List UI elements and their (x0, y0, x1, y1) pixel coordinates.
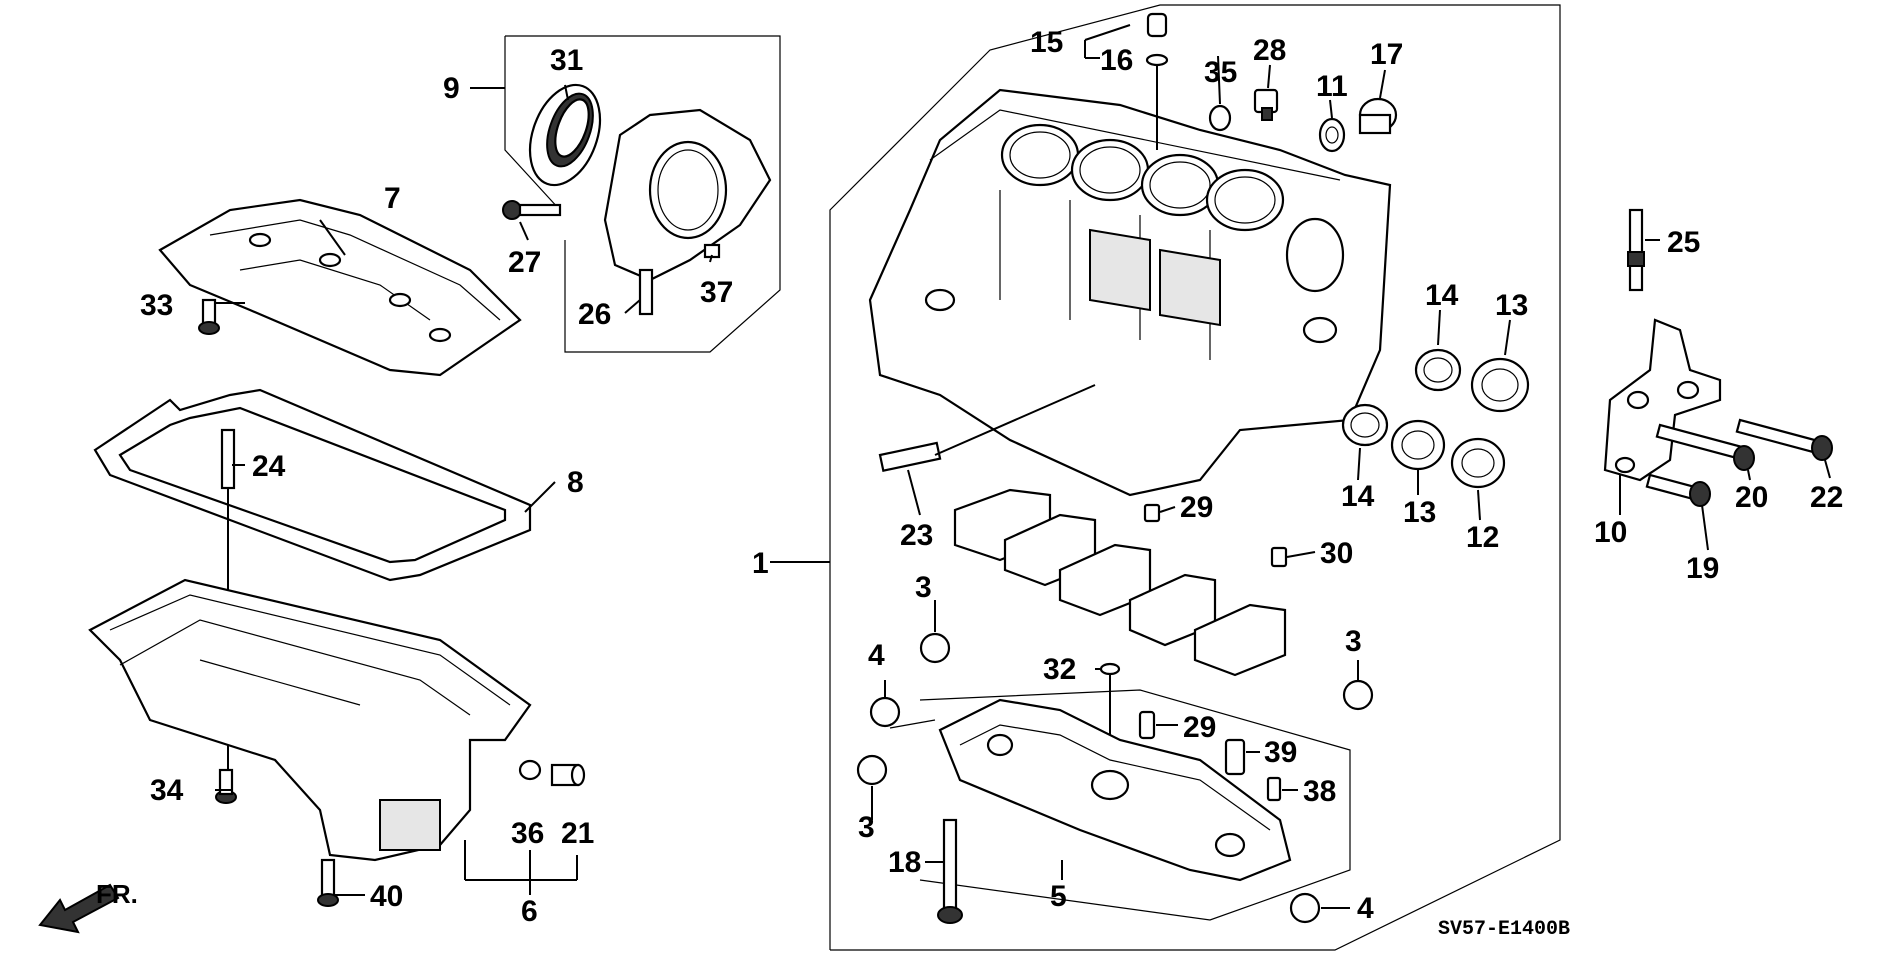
label-3-lower: 3 (858, 811, 875, 844)
spark-plug-25 (1627, 208, 1645, 292)
plug-3-lower (856, 754, 888, 786)
label-21: 21 (561, 817, 594, 850)
baffle-plate (158, 198, 522, 377)
bolt-33 (198, 298, 220, 335)
label-36: 36 (511, 817, 544, 850)
label-34: 34 (150, 774, 184, 807)
plug-3-upper (919, 632, 951, 664)
bearing-13-lower (1390, 419, 1446, 471)
label-35: 35 (1204, 56, 1237, 89)
stud-23 (878, 384, 1096, 472)
plug-28 (1253, 88, 1279, 121)
label-13-lower: 13 (1403, 496, 1436, 529)
label-3-upper: 3 (915, 571, 932, 604)
oil-pan-gasket (93, 388, 532, 582)
label-32: 32 (1043, 653, 1076, 686)
label-4-left: 4 (868, 639, 885, 672)
oil-seal-31 (528, 83, 602, 187)
label-26: 26 (578, 298, 611, 331)
bearing-caps (953, 488, 1287, 677)
label-6: 6 (521, 895, 538, 928)
label-25: 25 (1667, 226, 1700, 259)
washer-32 (1099, 662, 1121, 676)
oil-seal-group-outline (470, 35, 781, 353)
label-10: 10 (1594, 516, 1627, 549)
label-19: 19 (1686, 552, 1719, 585)
label-37: 37 (700, 276, 733, 309)
label-15: 15 (1030, 26, 1063, 59)
plug-4-left (869, 696, 901, 728)
label-14-upper: 14 (1425, 279, 1459, 312)
bolt-27 (502, 200, 562, 220)
label-22: 22 (1810, 481, 1843, 514)
bracket-10 (1603, 318, 1722, 482)
lower-block (938, 698, 1292, 882)
dowel-39 (1224, 738, 1246, 776)
label-12: 12 (1466, 521, 1499, 554)
label-9: 9 (443, 72, 460, 105)
label-3-right: 3 (1345, 625, 1362, 658)
dowel-38 (1266, 776, 1282, 802)
bearing-12 (1450, 437, 1506, 489)
oil-pan (88, 578, 532, 862)
label-30: 30 (1320, 537, 1353, 570)
bearing-13-upper (1470, 357, 1530, 413)
bearing-14-lower (1341, 403, 1389, 447)
part-labels: 1 3 3 3 4 4 5 6 7 8 9 10 11 12 13 13 14 … (140, 26, 1843, 928)
drain-bolt-21 (550, 763, 586, 787)
label-8: 8 (567, 466, 584, 499)
front-direction-arrow (38, 883, 120, 934)
plug-3-right (1342, 679, 1374, 711)
label-4-lower: 4 (1357, 892, 1374, 925)
bolt-20 (1655, 423, 1755, 471)
lower-block-group-outline (889, 689, 1351, 921)
label-29-lower: 29 (1183, 711, 1216, 744)
label-16: 16 (1100, 44, 1133, 77)
plug-17 (1358, 97, 1398, 135)
label-20: 20 (1735, 481, 1768, 514)
label-5: 5 (1050, 880, 1067, 913)
label-23: 23 (900, 519, 933, 552)
label-33: 33 (140, 289, 173, 322)
label-18: 18 (888, 846, 921, 879)
sealing-bolt-15 (1146, 12, 1168, 38)
label-38: 38 (1303, 775, 1336, 808)
washer-35 (1208, 104, 1232, 132)
label-17: 17 (1370, 38, 1403, 71)
bearing-14-upper (1414, 348, 1462, 392)
dowel-29-upper (1143, 503, 1161, 523)
engine-block-group-outline (770, 4, 1561, 951)
label-29-upper: 29 (1180, 491, 1213, 524)
label-11: 11 (1316, 70, 1348, 103)
bolt-22 (1735, 418, 1833, 461)
label-24: 24 (252, 450, 286, 483)
drain-washer-36 (518, 759, 542, 781)
washer-16 (1145, 53, 1169, 67)
leader-lines (215, 55, 1831, 909)
dowel-26 (638, 268, 654, 316)
label-40: 40 (370, 880, 403, 913)
cylinder-block (868, 88, 1392, 497)
bolt-18 (937, 818, 963, 924)
label-1: 1 (752, 547, 769, 580)
label-28: 28 (1253, 34, 1286, 67)
bolt-40 (317, 858, 339, 907)
label-7: 7 (384, 182, 401, 215)
label-39: 39 (1264, 736, 1297, 769)
dowel-29-lower (1138, 710, 1156, 740)
label-31: 31 (550, 44, 583, 77)
bolt-34 (215, 768, 237, 804)
label-13-upper: 13 (1495, 289, 1528, 322)
label-14-lower: 14 (1341, 480, 1375, 513)
washer-11 (1318, 117, 1346, 153)
front-direction-label: FR. (96, 879, 138, 909)
bolt-19 (1645, 473, 1711, 507)
diagram-code: SV57-E1400B (1438, 918, 1570, 941)
oil-seal-case (603, 108, 772, 282)
plug-4-lower (1289, 892, 1321, 924)
dowel-30 (1270, 546, 1288, 568)
label-27: 27 (508, 246, 541, 279)
